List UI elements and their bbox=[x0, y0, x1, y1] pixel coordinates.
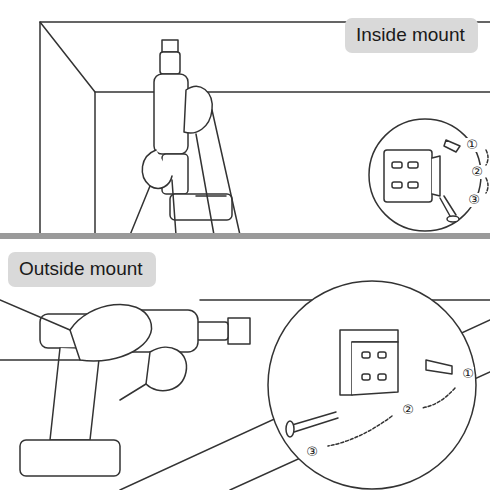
hand bbox=[130, 86, 240, 235]
frame-outline bbox=[40, 22, 490, 235]
box-text: Inside mount bbox=[356, 24, 467, 47]
callout-number: ① bbox=[466, 138, 478, 152]
step-arrow bbox=[486, 178, 488, 193]
divider-bar bbox=[0, 233, 490, 239]
step-arrow bbox=[422, 388, 455, 408]
bracket-small bbox=[228, 318, 250, 344]
step-arrow bbox=[328, 416, 392, 446]
bracket-detail bbox=[384, 150, 440, 202]
mount-label-box: Inside mount bbox=[345, 18, 478, 53]
step-arrow bbox=[486, 150, 488, 165]
callout-number: ② bbox=[402, 403, 414, 417]
frame-recess bbox=[40, 22, 490, 92]
callout-number: ② bbox=[471, 165, 483, 179]
hand bbox=[0, 300, 187, 400]
drill-up bbox=[154, 40, 232, 220]
bracket-small bbox=[162, 40, 178, 52]
callout-number: ③ bbox=[468, 193, 480, 207]
box-text: Outside mount bbox=[19, 258, 145, 281]
callout-number: ① bbox=[462, 367, 474, 381]
detail-circle bbox=[369, 119, 481, 231]
mount-label-box: Outside mount bbox=[8, 252, 156, 287]
bracket-detail bbox=[340, 330, 398, 395]
callout-number: ③ bbox=[306, 445, 318, 459]
frame-jamb bbox=[94, 92, 96, 235]
detail-circle bbox=[268, 281, 476, 489]
screw bbox=[440, 140, 460, 222]
screw bbox=[286, 360, 452, 437]
